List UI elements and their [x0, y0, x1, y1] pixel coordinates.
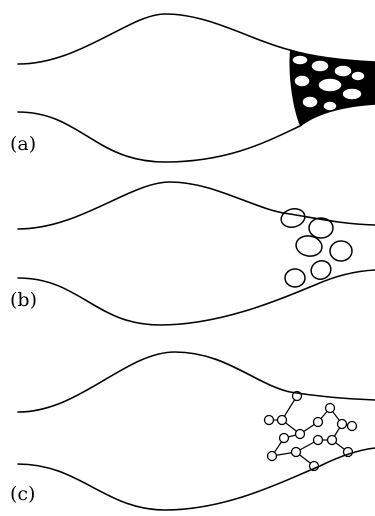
lower-wall-c	[18, 448, 375, 510]
grain	[302, 96, 318, 108]
panel-label-b: (b)	[10, 289, 37, 311]
grain	[311, 60, 329, 72]
panel-label-c: (c)	[10, 483, 35, 505]
upper-wall-c	[18, 352, 375, 412]
upper-wall-a	[18, 14, 375, 64]
grain	[279, 206, 307, 230]
node	[280, 434, 289, 443]
node	[265, 416, 274, 425]
node	[278, 416, 287, 425]
bond-network	[269, 396, 352, 466]
node	[296, 430, 305, 439]
panel-c: (c)	[10, 352, 375, 510]
panel-b: (b)	[10, 182, 375, 325]
grain	[342, 88, 362, 100]
node	[314, 436, 323, 445]
panel-a: (a)	[10, 14, 375, 162]
panel-label-a: (a)	[10, 133, 36, 155]
grain	[285, 269, 305, 287]
node	[292, 448, 301, 457]
node	[328, 436, 337, 445]
grain	[330, 241, 352, 261]
node	[314, 418, 323, 427]
node	[268, 452, 277, 461]
grain	[334, 65, 352, 77]
grain	[292, 55, 308, 65]
grain	[294, 75, 310, 87]
node-cluster	[265, 392, 357, 471]
grain	[318, 78, 342, 92]
node	[326, 404, 335, 413]
grain	[351, 71, 365, 81]
node	[348, 422, 357, 431]
node	[338, 420, 347, 429]
